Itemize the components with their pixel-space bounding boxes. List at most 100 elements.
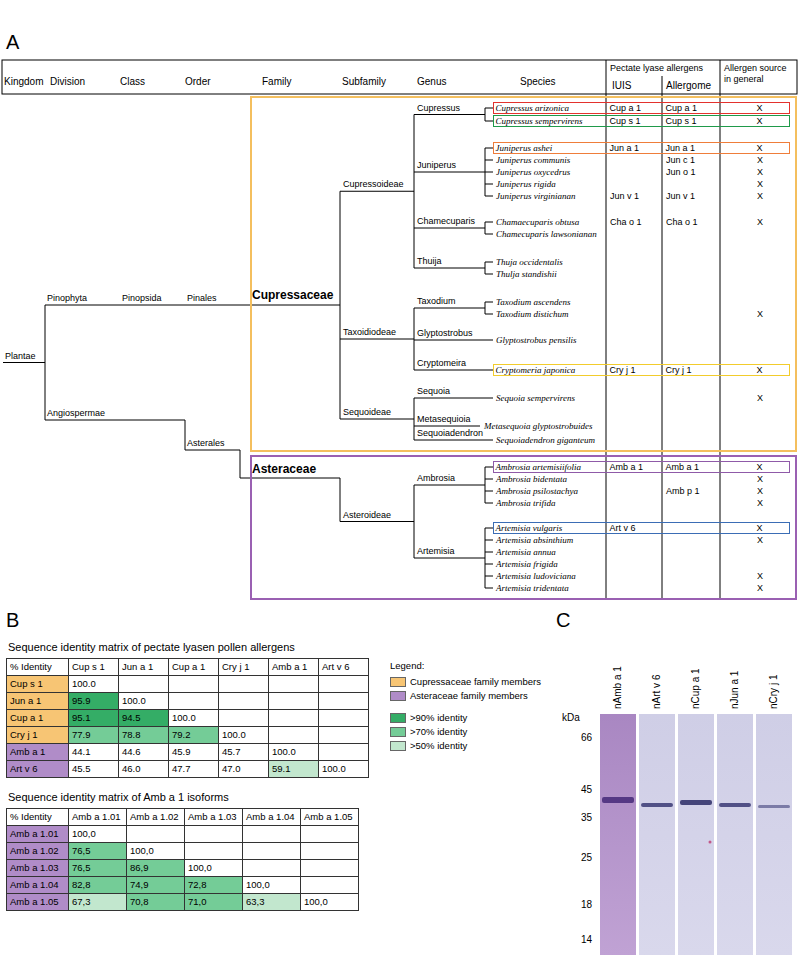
table-cell: 63,3 — [242, 893, 301, 911]
table-header-cell: Art v 6 — [6, 760, 69, 778]
source-mark: X — [757, 498, 763, 508]
iuis-allergen: Cup a 1 — [610, 103, 642, 113]
table-header-cell: Jun a 1 — [6, 692, 69, 710]
genus-label: Ambrosia — [417, 473, 455, 483]
table-header-cell: Amb a 1.02 — [6, 842, 69, 860]
species-name: Artemisia annua — [496, 547, 556, 557]
table-empty-cell — [268, 726, 319, 744]
table-header-cell: % Identity — [6, 808, 69, 826]
protein-band — [641, 803, 673, 807]
species-name: Chamaecuparis obtusa — [496, 217, 579, 227]
protein-band — [602, 797, 634, 803]
table-cell: 77.9 — [68, 726, 119, 744]
source-mark: X — [757, 474, 763, 484]
iuis-allergen: Amb a 1 — [610, 462, 644, 472]
taxon-label: Pinophyta — [47, 293, 87, 303]
table-empty-cell — [168, 675, 219, 693]
legend-text: >90% identity — [410, 712, 467, 724]
table-header-cell: Amb a 1.02 — [126, 808, 185, 826]
lane-label: nArt v 6 — [651, 675, 663, 709]
species-name: Ambrosia trifida — [496, 498, 555, 508]
source-mark: X — [757, 365, 763, 375]
table-cell: 45.7 — [218, 743, 269, 761]
source-mark: X — [757, 217, 763, 227]
table-header-cell: Amb a 1 — [268, 658, 319, 676]
genus-label: Cupressus — [417, 103, 460, 113]
genus-label: Chamecuparis — [417, 216, 475, 226]
legend-swatch — [390, 727, 406, 737]
size-marker: 45 — [564, 784, 592, 796]
genus-label: Sequoiadendron — [417, 428, 483, 438]
table-header-cell: Cry j 1 — [218, 658, 269, 676]
source-mark: X — [757, 143, 763, 153]
table-cell: 100,0 — [126, 842, 185, 860]
table-header-cell: Amb a 1.04 — [6, 876, 69, 894]
size-marker: 25 — [564, 852, 592, 864]
taxon-label: Pinopsida — [122, 293, 162, 303]
table-header-cell: Cup s 1 — [68, 658, 119, 676]
column-header: Genus — [417, 76, 446, 88]
iuis-allergen: Cha o 1 — [610, 217, 642, 227]
source-mark: X — [757, 523, 763, 533]
column-header: Subfamily — [342, 76, 386, 88]
species-name: Metasequoia glyptostrobuides — [484, 421, 592, 431]
gel-lane — [717, 714, 753, 955]
table-empty-cell — [268, 675, 319, 693]
table-cell: 44.1 — [68, 743, 119, 761]
species-name: Juniperus ashei — [496, 143, 553, 153]
table-cell: 67,3 — [68, 893, 127, 911]
table-empty-cell — [168, 692, 219, 710]
table-cell: 72,8 — [184, 876, 243, 894]
allergome-allergen: Cha o 1 — [666, 217, 698, 227]
source-mark: X — [757, 167, 763, 177]
table-empty-cell — [242, 842, 301, 860]
table-cell: 100.0 — [318, 760, 369, 778]
genus-label: Artemisia — [417, 546, 455, 556]
species-name: Chamecuparis lawsonianan — [496, 229, 597, 239]
family-name: Asteraceae — [252, 462, 316, 476]
size-marker: 18 — [564, 899, 592, 911]
protein-band — [719, 803, 751, 807]
species-name: Ambrosia psilostachya — [496, 486, 578, 496]
table-cell: 100.0 — [168, 709, 219, 727]
lane-label: nJun a 1 — [729, 671, 741, 709]
gel-lane — [600, 714, 636, 955]
legend-swatch — [390, 741, 406, 751]
gel-lane — [678, 714, 714, 955]
allergome-allergen: Amb p 1 — [666, 486, 700, 496]
column-header: Division — [50, 76, 85, 88]
genus-label: Juniperus — [417, 160, 456, 170]
genus-label: Sequoia — [417, 386, 450, 396]
table-empty-cell — [268, 709, 319, 727]
table-header-cell: Art v 6 — [318, 658, 369, 676]
species-name: Taxodium distichum — [496, 309, 568, 319]
genus-label: Thuija — [417, 256, 442, 266]
gel-spot — [709, 841, 712, 844]
iuis-allergen: Jun v 1 — [610, 191, 639, 201]
species-box: Cryptomeria japonicaCry j 1Cry j 1X — [493, 364, 790, 376]
table-empty-cell — [300, 876, 359, 894]
allergome-allergen: Jun v 1 — [666, 191, 695, 201]
table-cell: 44.6 — [118, 743, 169, 761]
table-header-cell: Amb a 1.03 — [184, 808, 243, 826]
species-name: Ambrosia bidentata — [496, 474, 567, 484]
species-box: Cupressus arizonicaCup a 1Cup a 1X — [493, 102, 790, 114]
table-cell: 100.0 — [68, 675, 119, 693]
allergome-allergen: Amb a 1 — [666, 462, 700, 472]
table-empty-cell — [318, 709, 369, 727]
table-cell: 46.0 — [118, 760, 169, 778]
species-name: Juniperus communis — [496, 155, 570, 165]
subfamily-label: Sequoideae — [343, 407, 391, 417]
table-title: Sequence identity matrix of Amb a 1 isof… — [8, 790, 229, 804]
table-cell: 71,0 — [184, 893, 243, 911]
table-header-cell: Amb a 1 — [6, 743, 69, 761]
species-name: Thuja occidentalis — [496, 257, 563, 267]
axis-unit: kDa — [562, 712, 580, 724]
column-header: Pectate lyase allergens — [610, 63, 703, 74]
table-empty-cell — [184, 842, 243, 860]
source-mark: X — [757, 462, 763, 472]
table-cell: 82,8 — [68, 876, 127, 894]
table-empty-cell — [318, 726, 369, 744]
table-header-cell: Amb a 1.01 — [68, 808, 127, 826]
species-box: Ambrosia artemisiifoliaAmb a 1Amb a 1X — [493, 461, 790, 473]
